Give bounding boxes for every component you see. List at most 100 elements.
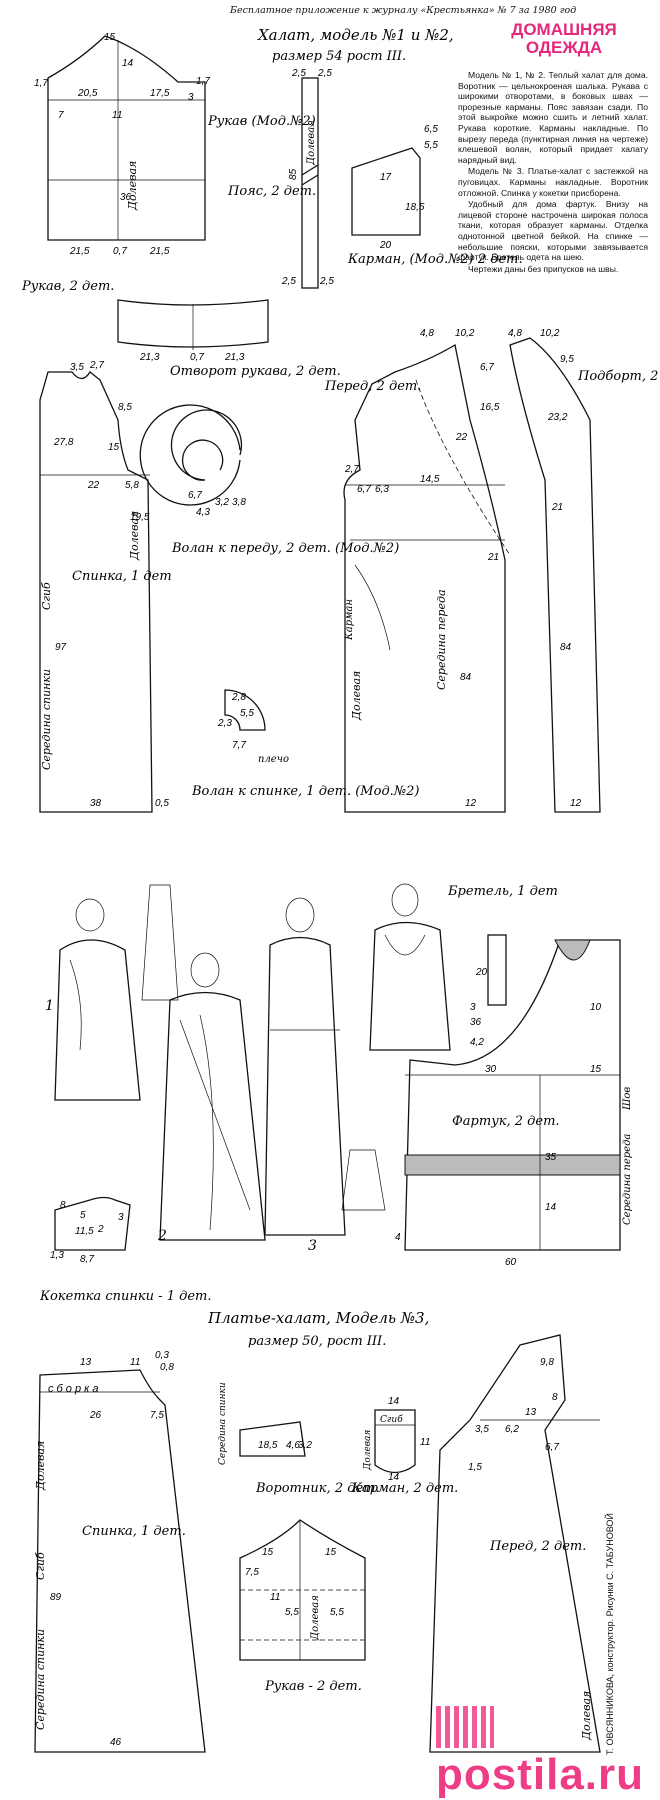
description-p3: Удобный для дома фартук. Внизу на лицево… xyxy=(458,199,648,263)
model-number-1: 1 xyxy=(45,998,54,1014)
dim-label: 60 xyxy=(505,1257,517,1268)
grain-label: Долевая xyxy=(350,671,363,721)
description-p4: Чертежи даны без припусков на швы. xyxy=(468,263,619,274)
collar3-piece: 18,5 4,6 3,2 Середина спинки xyxy=(218,1382,312,1465)
piece-label-volan-pered: Волан к переду, 2 дет. (Мод.№2) xyxy=(171,541,399,556)
sleeve3-piece: 15 15 11 7,5 5,5 5,5 Долевая xyxy=(239,1519,366,1661)
dim-label: 11 xyxy=(270,1592,280,1603)
dim-label: 3 xyxy=(118,1212,124,1223)
dim-label: 2,7 xyxy=(89,360,104,371)
dim-label: 5,8 xyxy=(125,480,139,491)
back-ruffle-piece: 2,8 5,5 7,7 2,3 плечо xyxy=(217,689,289,765)
ruffle-spiral-piece: 6,7 3,2 4,3 3,8 xyxy=(139,404,246,518)
back3-piece: с б о р к а 13 11 0,3 0,8 26 7,5 89 46 Д… xyxy=(34,1350,206,1753)
apron-piece: 30 15 35 14 60 4 10 36 4,2 Шов Середина … xyxy=(395,939,633,1268)
piece-label-pered3: Перед, 2 дет. xyxy=(489,1539,586,1554)
dim-label: 85 xyxy=(288,168,299,180)
dim-label: 11 xyxy=(130,1357,140,1368)
dim-label: 20 xyxy=(379,240,392,251)
dim-label: 30 xyxy=(485,1064,497,1075)
dim-label: 6,7 xyxy=(188,490,202,501)
center-back-label: Середина спинки xyxy=(40,669,53,770)
dim-label: 4,8 xyxy=(420,328,434,339)
dim-label: 89 xyxy=(50,1592,62,1603)
watermark-dots-icon xyxy=(436,1706,494,1749)
dim-label: 6,7 xyxy=(480,362,494,373)
dim-label: 36 xyxy=(120,192,132,203)
piece-label-rukav: Рукав, 2 дет. xyxy=(21,279,114,294)
dim-label: 22 xyxy=(455,432,468,443)
piece-label-karman3: Карман, 2 дет. xyxy=(351,1481,458,1496)
dim-label: 84 xyxy=(560,642,572,653)
dim-label: 4 xyxy=(395,1232,401,1243)
grain-label: Долевая xyxy=(128,511,141,561)
dim-label: 5,5 xyxy=(285,1607,299,1618)
dim-label: 26 xyxy=(89,1410,102,1421)
description-p2: Модель № 3. Платье-халат с застежкой на … xyxy=(458,166,648,198)
dim-label: 17,5 xyxy=(150,88,170,99)
dim-label: 6,5 xyxy=(424,124,438,135)
model-number-2: 2 xyxy=(157,1228,167,1244)
center-back-label: Середина спинки xyxy=(34,1629,47,1730)
dim-label: 2,5 xyxy=(317,68,332,79)
dim-label: 5 xyxy=(80,1210,86,1221)
dim-label: 6,7 xyxy=(545,1442,559,1453)
dim-label: 3,2 xyxy=(215,497,229,508)
description-box: Модель № 1, № 2. Теплый халат для дома. … xyxy=(458,70,648,275)
dim-label: 15 xyxy=(590,1064,602,1075)
dim-label: 18,5 xyxy=(258,1440,278,1451)
dim-label: 20 xyxy=(475,967,488,978)
dim-label: 8 xyxy=(552,1392,558,1403)
fold-label: Сгиб xyxy=(40,582,53,610)
piece-label-koketka: Кокетка спинки - 1 дет. xyxy=(39,1289,212,1304)
watermark-text: postila.ru xyxy=(436,1750,645,1799)
description-p1: Модель № 1, № 2. Теплый халат для дома. … xyxy=(458,70,648,165)
dim-label: 4,6 xyxy=(286,1440,300,1451)
dim-label: 7,5 xyxy=(150,1410,164,1421)
back-piece: 3,5 2,7 27,8 22 5,8 8,5 15 19,5 97 38 0,… xyxy=(39,360,169,813)
dim-label: 2,7 xyxy=(344,464,359,475)
dim-label: 21,5 xyxy=(149,246,170,257)
fold-label: Сгиб xyxy=(380,1414,403,1425)
piece-label-poyas: Пояс, 2 дет. xyxy=(227,184,316,199)
illustration-model-1: 1 xyxy=(45,898,141,1101)
pocket-mod2-piece: 20 17 18,5 6,5 5,5 xyxy=(351,124,438,251)
piece-label-bretel: Бретель, 1 дет xyxy=(447,884,558,899)
dim-label: 10 xyxy=(590,1002,602,1013)
dim-label: 4,8 xyxy=(508,328,522,339)
dim-label: 7,7 xyxy=(232,740,246,751)
model3-size: размер 50, рост III. xyxy=(248,1334,386,1349)
dim-label: 12 xyxy=(570,798,582,809)
front3-piece: 9,8 8 13 6,2 3,5 6,7 1,5 Долевая xyxy=(429,1334,601,1753)
dim-label: 21,3 xyxy=(139,352,160,363)
piece-label-spinka3: Спинка, 1 дет. xyxy=(82,1524,186,1539)
dim-label: 15 xyxy=(104,32,116,43)
dim-label: 46 xyxy=(110,1737,122,1748)
dim-label: 6,7 xyxy=(357,484,371,495)
dim-label: 0,7 xyxy=(113,246,127,257)
dim-label: 15 xyxy=(108,442,120,453)
dim-label: 1,7 xyxy=(196,76,210,87)
dim-label: 10,2 xyxy=(540,328,560,339)
center-back-label: Середина спинки xyxy=(218,1382,228,1465)
dim-label: 4,2 xyxy=(470,1037,484,1048)
dim-label: 36 xyxy=(470,1017,482,1028)
dim-label: 16,5 xyxy=(480,402,500,413)
model12-size: размер 54 рост III. xyxy=(272,49,406,64)
pocket-mark-label: Карман xyxy=(344,599,355,641)
piece-label-vorotnik: Воротник, 2 дет. xyxy=(255,1481,380,1496)
piece-label-karman-mod2: Карман, (Мод.№2) 2 дет. xyxy=(347,252,523,267)
gather-label: с б о р к а xyxy=(48,1383,99,1395)
dim-label: 7,5 xyxy=(245,1567,259,1578)
dim-label: 11 xyxy=(420,1437,430,1448)
dim-label: 5,5 xyxy=(424,140,438,151)
dim-label: 3,5 xyxy=(475,1424,489,1435)
model-number-3: 3 xyxy=(308,1238,317,1254)
watermark: postila.ru xyxy=(436,1700,660,1800)
dim-label: 0,5 xyxy=(155,798,169,809)
dim-label: 2,5 xyxy=(281,276,296,287)
illustration-small-dress-2 xyxy=(341,1149,386,1211)
dim-label: 11 xyxy=(112,110,122,121)
dim-label: 20,5 xyxy=(77,88,98,99)
dim-label: 21,5 xyxy=(69,246,90,257)
